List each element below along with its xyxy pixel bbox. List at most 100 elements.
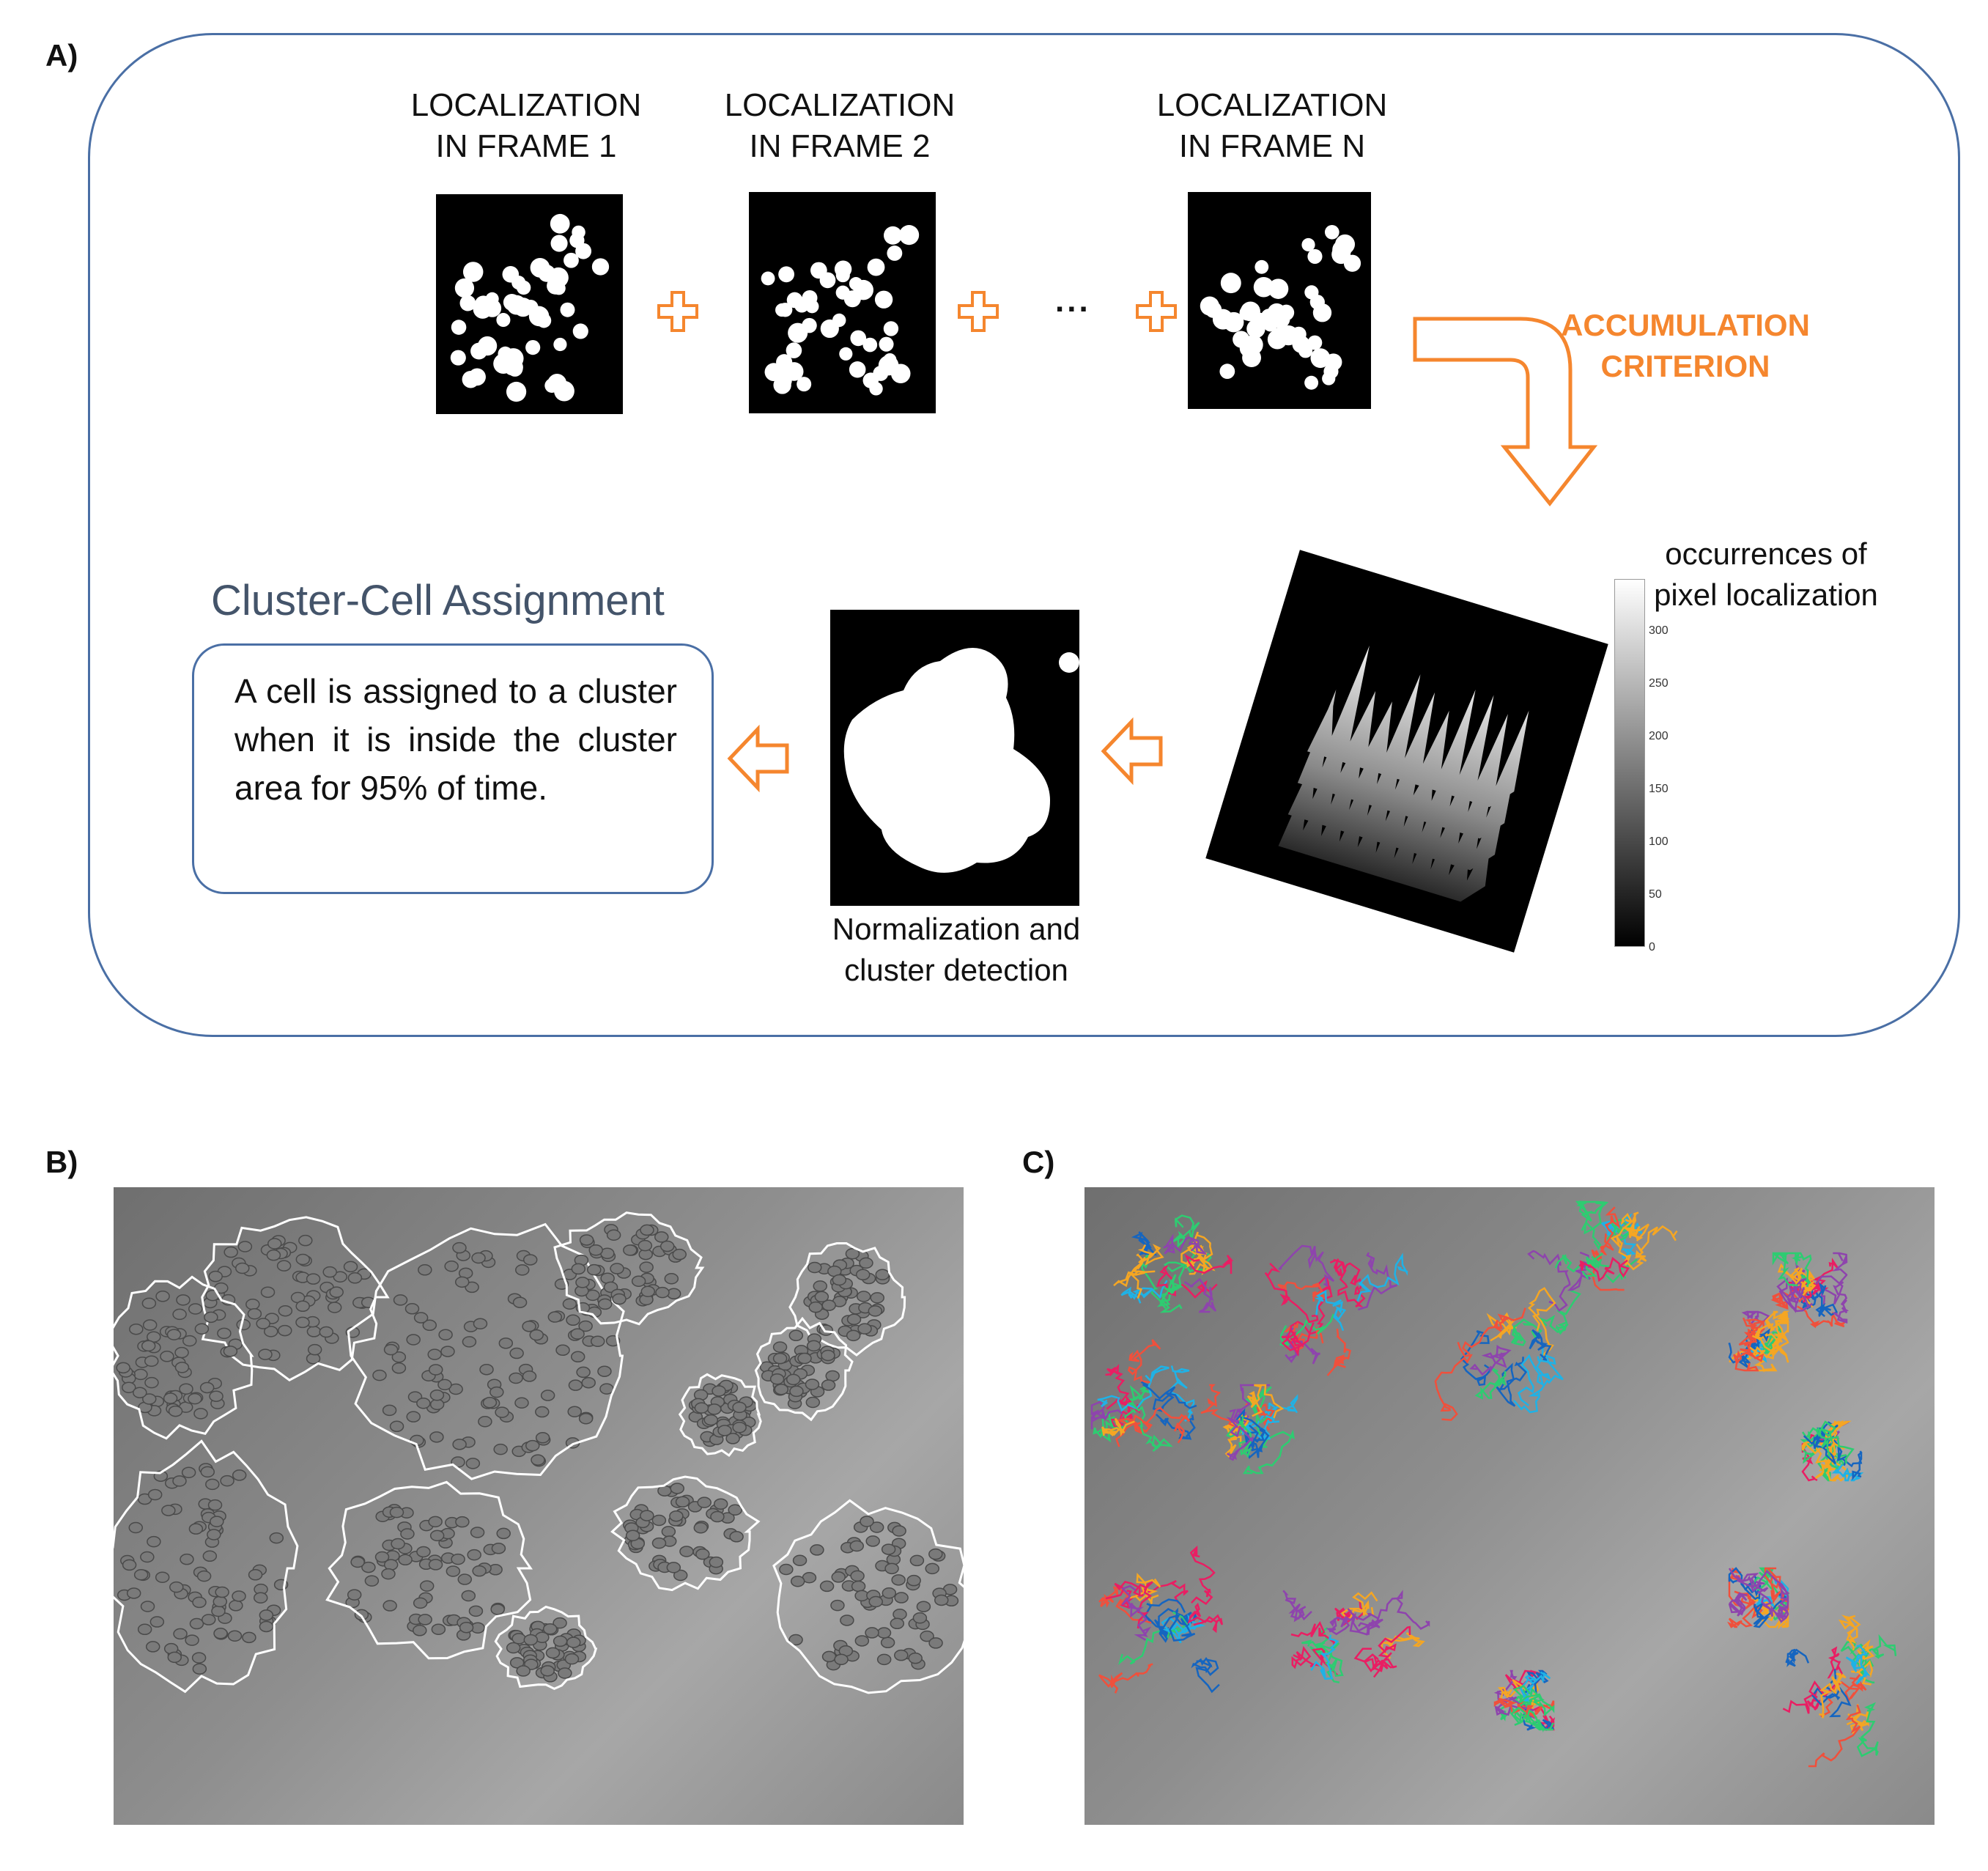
cell <box>185 1634 199 1646</box>
cluster-detection-image <box>830 610 1079 906</box>
localization-dot <box>496 313 511 328</box>
localization-dot <box>835 285 850 300</box>
cell <box>429 1529 445 1542</box>
cell <box>306 1273 321 1285</box>
cell <box>821 1650 837 1663</box>
trajectory <box>1751 1310 1790 1353</box>
cell <box>555 1344 570 1357</box>
trajectory <box>1856 1702 1879 1757</box>
cell <box>416 1397 431 1409</box>
cell <box>562 1298 577 1310</box>
accumulation-line1: ACCUMULATION <box>1561 308 1810 342</box>
localization-dot <box>794 298 810 313</box>
cell <box>810 1544 824 1556</box>
cell <box>422 1319 437 1332</box>
localization-dot <box>1332 240 1352 259</box>
cell <box>819 1580 835 1593</box>
panel-a-label: A) <box>45 38 78 73</box>
cell <box>391 1351 407 1363</box>
localization-dot <box>1301 237 1315 252</box>
trajectory <box>1242 1429 1295 1475</box>
trajectory <box>1808 1646 1843 1699</box>
trajectory <box>1495 1357 1528 1407</box>
cell <box>129 1323 144 1335</box>
panel-c-label: C) <box>1022 1145 1055 1179</box>
cell <box>192 1596 207 1609</box>
cell <box>625 1529 640 1541</box>
cell <box>207 1499 223 1511</box>
trajectory <box>1277 1281 1326 1302</box>
cluster-outline <box>678 1373 762 1458</box>
localization-dot <box>850 330 867 347</box>
cell <box>664 1273 679 1285</box>
cell <box>199 1381 215 1394</box>
cell <box>511 1633 526 1645</box>
cell <box>868 1595 883 1608</box>
cell <box>167 1651 182 1664</box>
cell <box>786 1373 801 1386</box>
cell <box>673 1569 688 1582</box>
cell <box>259 1620 274 1633</box>
accumulation-arrow-icon <box>1413 317 1598 507</box>
cell <box>145 1641 160 1653</box>
cell <box>217 1327 232 1340</box>
cell <box>383 1343 399 1356</box>
cell <box>876 1627 892 1639</box>
cell <box>116 1362 130 1374</box>
trajectory <box>1741 1310 1770 1339</box>
cell <box>821 1349 835 1362</box>
localization-dot <box>507 361 523 377</box>
cell <box>703 1414 719 1426</box>
cell <box>525 1439 540 1452</box>
trajectory <box>1358 1252 1398 1311</box>
cell <box>181 1466 196 1478</box>
cell <box>428 1559 443 1571</box>
cell <box>669 1510 684 1522</box>
cell <box>894 1592 909 1604</box>
panel-b-label: B) <box>45 1145 78 1179</box>
trajectory <box>1120 1280 1168 1304</box>
trajectory <box>1493 1697 1534 1716</box>
cell <box>732 1421 747 1433</box>
cluster-shape <box>843 648 1079 873</box>
trajectory <box>1157 1607 1196 1642</box>
cell <box>192 1663 207 1675</box>
cell <box>865 1627 879 1639</box>
cell <box>245 1299 260 1310</box>
localization-dot <box>890 364 911 384</box>
accumulation-line2: CRITERION <box>1600 349 1770 383</box>
cluster-outline <box>347 1222 625 1480</box>
cell <box>876 1653 892 1666</box>
cell <box>223 1346 238 1357</box>
trajectory <box>1434 1341 1473 1421</box>
cell <box>909 1554 925 1567</box>
trajectory <box>1460 1330 1493 1387</box>
cell <box>229 1600 243 1612</box>
cell <box>307 1343 322 1356</box>
normalization-line1: Normalization and <box>832 912 1081 946</box>
cluster-outline <box>754 1316 854 1422</box>
cell <box>849 1540 865 1552</box>
cell <box>912 1612 928 1624</box>
trajectory <box>1127 1339 1161 1384</box>
cell <box>194 1323 210 1335</box>
cell <box>806 1340 821 1352</box>
trajectory <box>1347 1608 1380 1636</box>
frame-2-title-line2: IN FRAME 2 <box>749 128 931 164</box>
cell <box>925 1562 939 1575</box>
cell <box>729 1531 744 1543</box>
normalization-caption: Normalization and cluster detection <box>799 909 1114 991</box>
cell <box>440 1346 455 1357</box>
cell <box>509 1347 524 1359</box>
cell <box>666 1562 681 1573</box>
cell <box>278 1304 293 1317</box>
cell <box>479 1363 494 1376</box>
cell <box>906 1574 921 1587</box>
cell <box>496 1527 511 1540</box>
plus-icon <box>958 291 999 332</box>
cell <box>832 1274 847 1286</box>
cell <box>452 1439 467 1450</box>
trajectory <box>1282 1590 1312 1623</box>
cell <box>202 1550 218 1562</box>
localization-dot <box>1304 375 1319 390</box>
